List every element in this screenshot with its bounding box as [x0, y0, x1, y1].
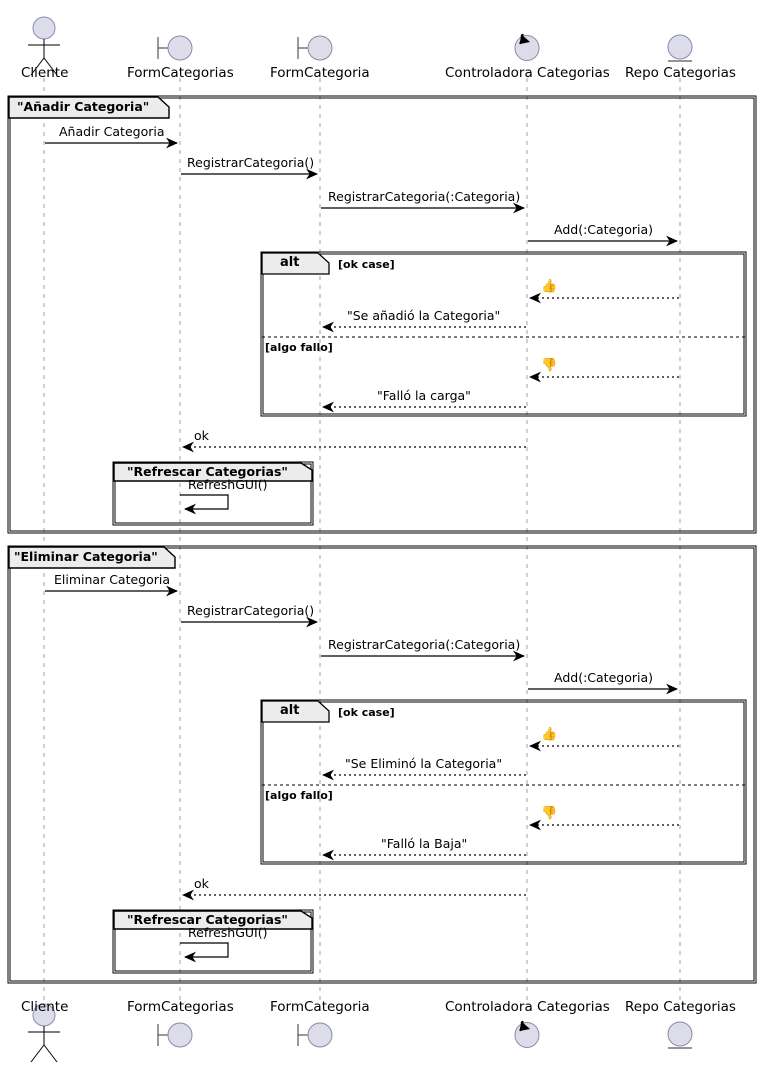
fragment-anadir-msg3-label: Add(:Categoria)	[554, 222, 653, 237]
fragment-eliminar-msg2-label: RegistrarCategoria(:Categoria)	[328, 637, 521, 652]
participant-label-bottom-formcats: FormCategorias	[127, 999, 234, 1015]
fragment-anadir-alt-b0-msg1-label: "Se añadió la Categoria"	[347, 308, 501, 323]
participant-label-top-repo: Repo Categorias	[625, 65, 736, 81]
boundary-icon-formcat	[297, 35, 333, 61]
fragment-eliminar-alt-keyword: alt	[280, 703, 300, 718]
fragment-eliminar-alt-box	[260, 699, 747, 865]
group-eliminar-refresh-self-line	[180, 942, 229, 963]
fragment-anadir-msg1-label: RegistrarCategoria()	[187, 155, 315, 170]
participant-label-bottom-formcat: FormCategoria	[270, 999, 370, 1015]
group-anadir-refresh-self-line	[180, 494, 229, 515]
fragment-eliminar-box	[7, 545, 757, 984]
boundary-icon-formcat	[297, 1022, 333, 1048]
thumbs-down-icon: 👎	[541, 358, 558, 373]
actor-icon-cliente	[28, 1003, 60, 1063]
fragment-eliminar-msg3-label: Add(:Categoria)	[554, 670, 653, 685]
actor-icon-cliente	[28, 16, 60, 76]
participant-label-top-formcats: FormCategorias	[127, 65, 234, 81]
group-eliminar-refresh-title: "Refrescar Categorias"	[127, 911, 288, 927]
control-icon-controladora	[514, 33, 540, 61]
participant-label-bottom-controladora: Controladora Categorias	[445, 999, 610, 1015]
fragment-eliminar-msg4-label: ok	[194, 876, 209, 891]
fragment-anadir-msg4-label: ok	[194, 428, 209, 443]
thumbs-up-icon: 👍	[541, 727, 558, 742]
fragment-anadir-title: "Añadir Categoria"	[17, 99, 150, 114]
group-eliminar-refresh-box	[112, 909, 314, 974]
fragment-eliminar-alt-b0-msg1-label: "Se Eliminó la Categoria"	[345, 756, 503, 771]
fragment-eliminar-msg1-label: RegistrarCategoria()	[187, 603, 315, 618]
boundary-icon-formcats	[157, 1022, 193, 1048]
group-eliminar-refresh-self-label: RefreshGUI()	[188, 925, 268, 940]
fragment-eliminar-alt-b1-msg1-label: "Falló la Baja"	[381, 836, 468, 851]
group-anadir-refresh-box	[112, 461, 314, 526]
participant-label-bottom-cliente: Cliente	[21, 999, 69, 1015]
fragment-eliminar-msg0-label: Eliminar Categoria	[54, 572, 171, 587]
fragment-eliminar-alt-guard-1: [algo fallo]	[265, 789, 333, 802]
fragment-eliminar-alt-guard-0: [ok case]	[338, 706, 395, 719]
group-anadir-refresh-self-label: RefreshGUI()	[188, 477, 268, 492]
boundary-icon-formcats	[157, 35, 193, 61]
participant-label-top-formcat: FormCategoria	[270, 65, 370, 81]
control-icon-controladora	[514, 1020, 540, 1048]
participant-label-top-controladora: Controladora Categorias	[445, 65, 610, 81]
fragment-anadir-alt-keyword: alt	[280, 255, 300, 270]
group-anadir-refresh-title: "Refrescar Categorias"	[127, 463, 288, 479]
entity-icon-repo	[667, 34, 693, 62]
fragment-anadir-alt-box	[260, 251, 747, 417]
participant-label-top-cliente: Cliente	[21, 65, 69, 81]
fragment-anadir-box	[7, 95, 757, 534]
fragment-anadir-msg2-label: RegistrarCategoria(:Categoria)	[328, 189, 521, 204]
thumbs-up-icon: 👍	[541, 279, 558, 294]
fragment-anadir-msg0-label: Añadir Categoria	[59, 124, 165, 139]
thumbs-down-icon: 👎	[541, 806, 558, 821]
entity-icon-repo	[667, 1021, 693, 1049]
fragment-anadir-alt-b1-msg1-label: "Falló la carga"	[377, 388, 471, 403]
fragment-eliminar-title: "Eliminar Categoria"	[14, 549, 158, 564]
fragment-anadir-alt-guard-1: [algo fallo]	[265, 341, 333, 354]
participant-label-bottom-repo: Repo Categorias	[625, 999, 736, 1015]
fragment-anadir-alt-guard-0: [ok case]	[338, 258, 395, 271]
